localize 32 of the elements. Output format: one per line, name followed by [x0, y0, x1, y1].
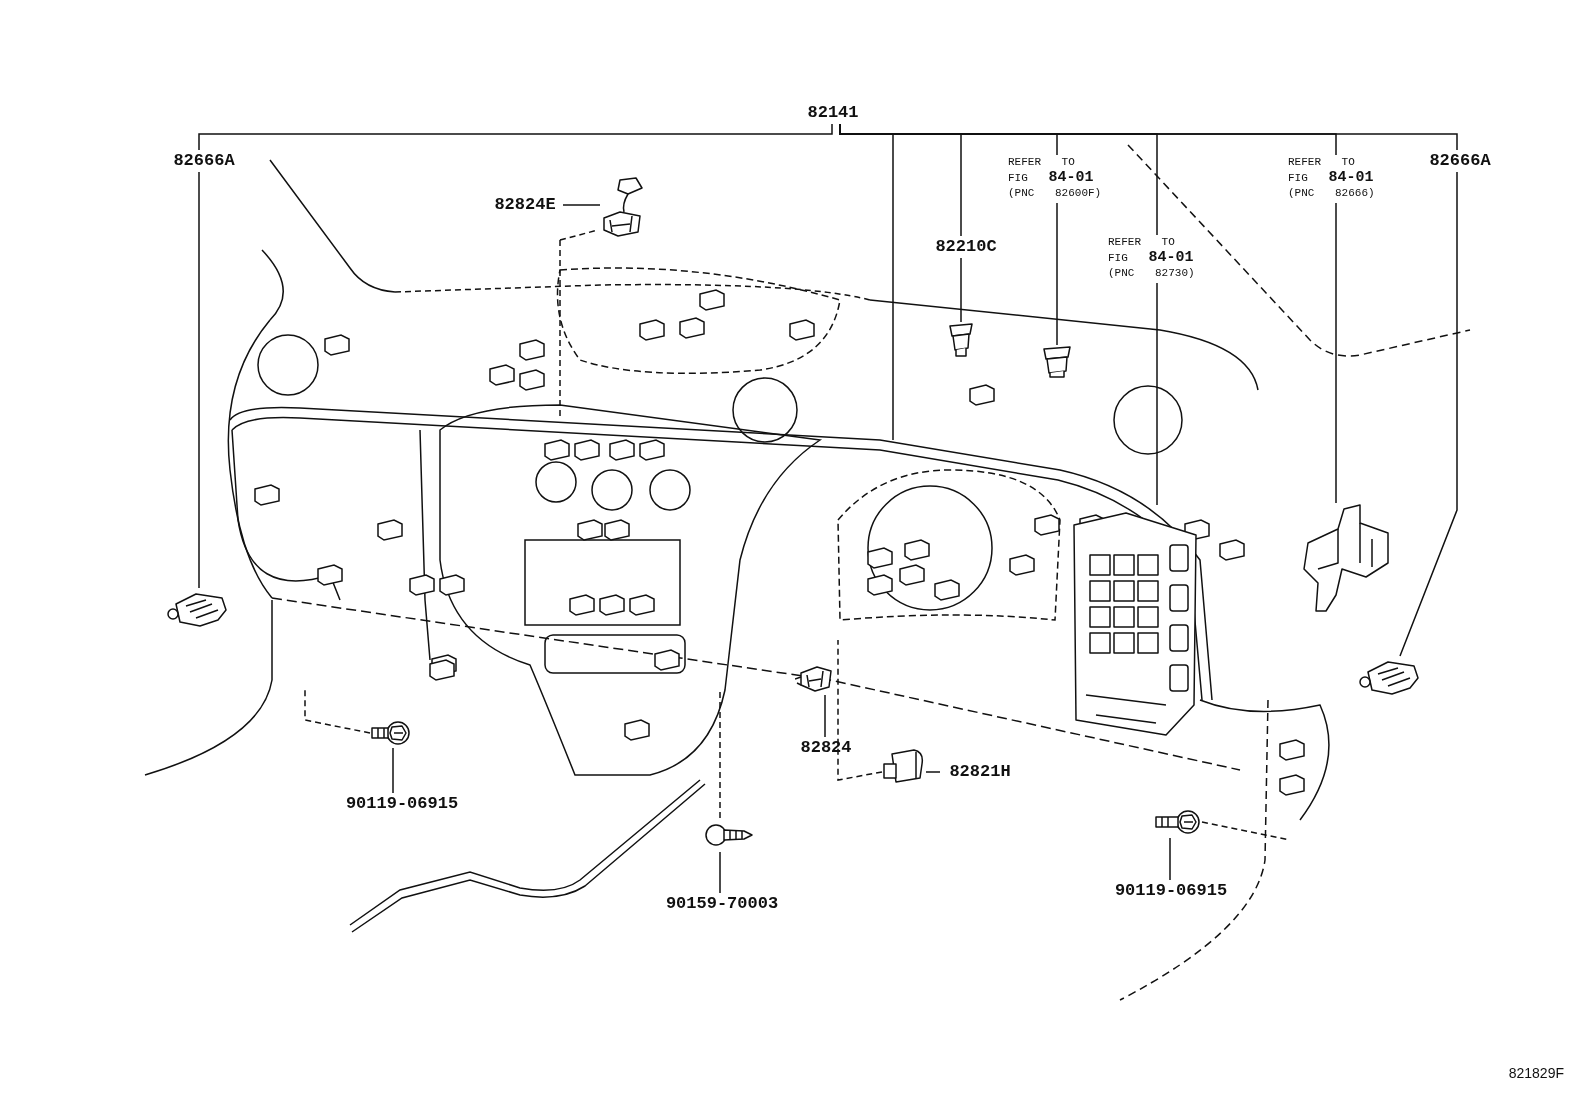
part-number: 90119-06915 — [338, 793, 466, 815]
switch-drawing — [1040, 345, 1074, 379]
leader-line — [562, 204, 601, 206]
reference-note: REFER TO FIG 84-01 (PNC 82730) — [1108, 235, 1208, 283]
leader-line — [1169, 837, 1171, 881]
part-number: 82666A — [164, 150, 244, 172]
bolt-drawing — [370, 718, 412, 748]
reference-note: REFER TO FIG 84-01 (PNC 82600F) — [1008, 155, 1108, 203]
leader-line — [1399, 171, 1458, 657]
leader-line — [839, 123, 1458, 151]
leader-line — [960, 257, 962, 323]
leader-line — [198, 123, 833, 151]
part-number: 82666A — [1420, 150, 1500, 172]
part-number: 82824E — [487, 194, 563, 216]
leader-line — [925, 771, 941, 773]
leader-line — [719, 851, 721, 894]
leader-line — [1056, 202, 1058, 346]
reference-note: REFER TO FIG 84-01 (PNC 82666) — [1288, 155, 1388, 203]
leader-line — [1156, 282, 1158, 506]
part-number: 82210C — [924, 236, 1008, 258]
leader-line — [1335, 202, 1337, 504]
part-number: 82141 — [798, 102, 868, 124]
leader-line — [198, 171, 200, 589]
leader-line — [824, 694, 826, 738]
connector-drawing — [880, 746, 926, 786]
leader-line — [392, 747, 394, 794]
figure-code: 821829F — [1508, 1065, 1564, 1081]
part-number: 82824 — [793, 737, 859, 759]
switch-drawing — [946, 322, 976, 358]
part-number: 82821H — [940, 761, 1020, 783]
part-number: 90159-70003 — [656, 893, 788, 915]
part-number: 90119-06915 — [1106, 880, 1236, 902]
